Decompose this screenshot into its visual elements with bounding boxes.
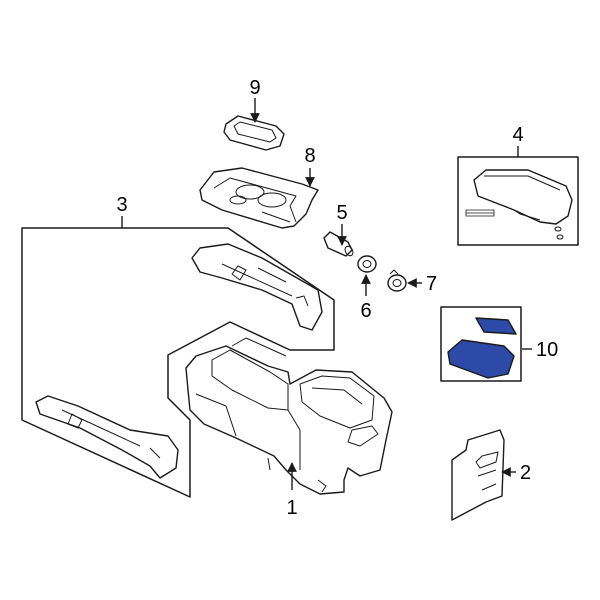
callout-6: 6 xyxy=(360,300,371,322)
callout-2: 2 xyxy=(520,462,531,484)
callout-4: 4 xyxy=(512,124,523,146)
callout-5: 5 xyxy=(336,202,347,224)
storage-mat-small[interactable] xyxy=(475,317,517,335)
side-panel-left[interactable] xyxy=(35,395,179,479)
callout-8: 8 xyxy=(304,145,315,167)
console-body[interactable] xyxy=(185,337,393,495)
group-3-outline xyxy=(21,227,335,498)
bushing[interactable] xyxy=(357,255,377,273)
group-10-box xyxy=(440,306,522,382)
pin[interactable] xyxy=(323,231,355,257)
clip[interactable] xyxy=(387,269,407,292)
callout-1: 1 xyxy=(286,497,297,519)
cup-holder-mat[interactable] xyxy=(223,115,285,151)
side-panel-right[interactable] xyxy=(191,243,323,331)
callout-7: 7 xyxy=(426,273,437,295)
rear-trim-panel[interactable] xyxy=(451,429,505,521)
armrest-lid[interactable] xyxy=(465,169,573,240)
callout-9: 9 xyxy=(249,77,260,99)
callout-3: 3 xyxy=(116,194,127,216)
callout-10: 10 xyxy=(536,339,558,361)
storage-mat-large[interactable] xyxy=(447,339,515,379)
cup-holder-tray[interactable] xyxy=(199,167,319,229)
